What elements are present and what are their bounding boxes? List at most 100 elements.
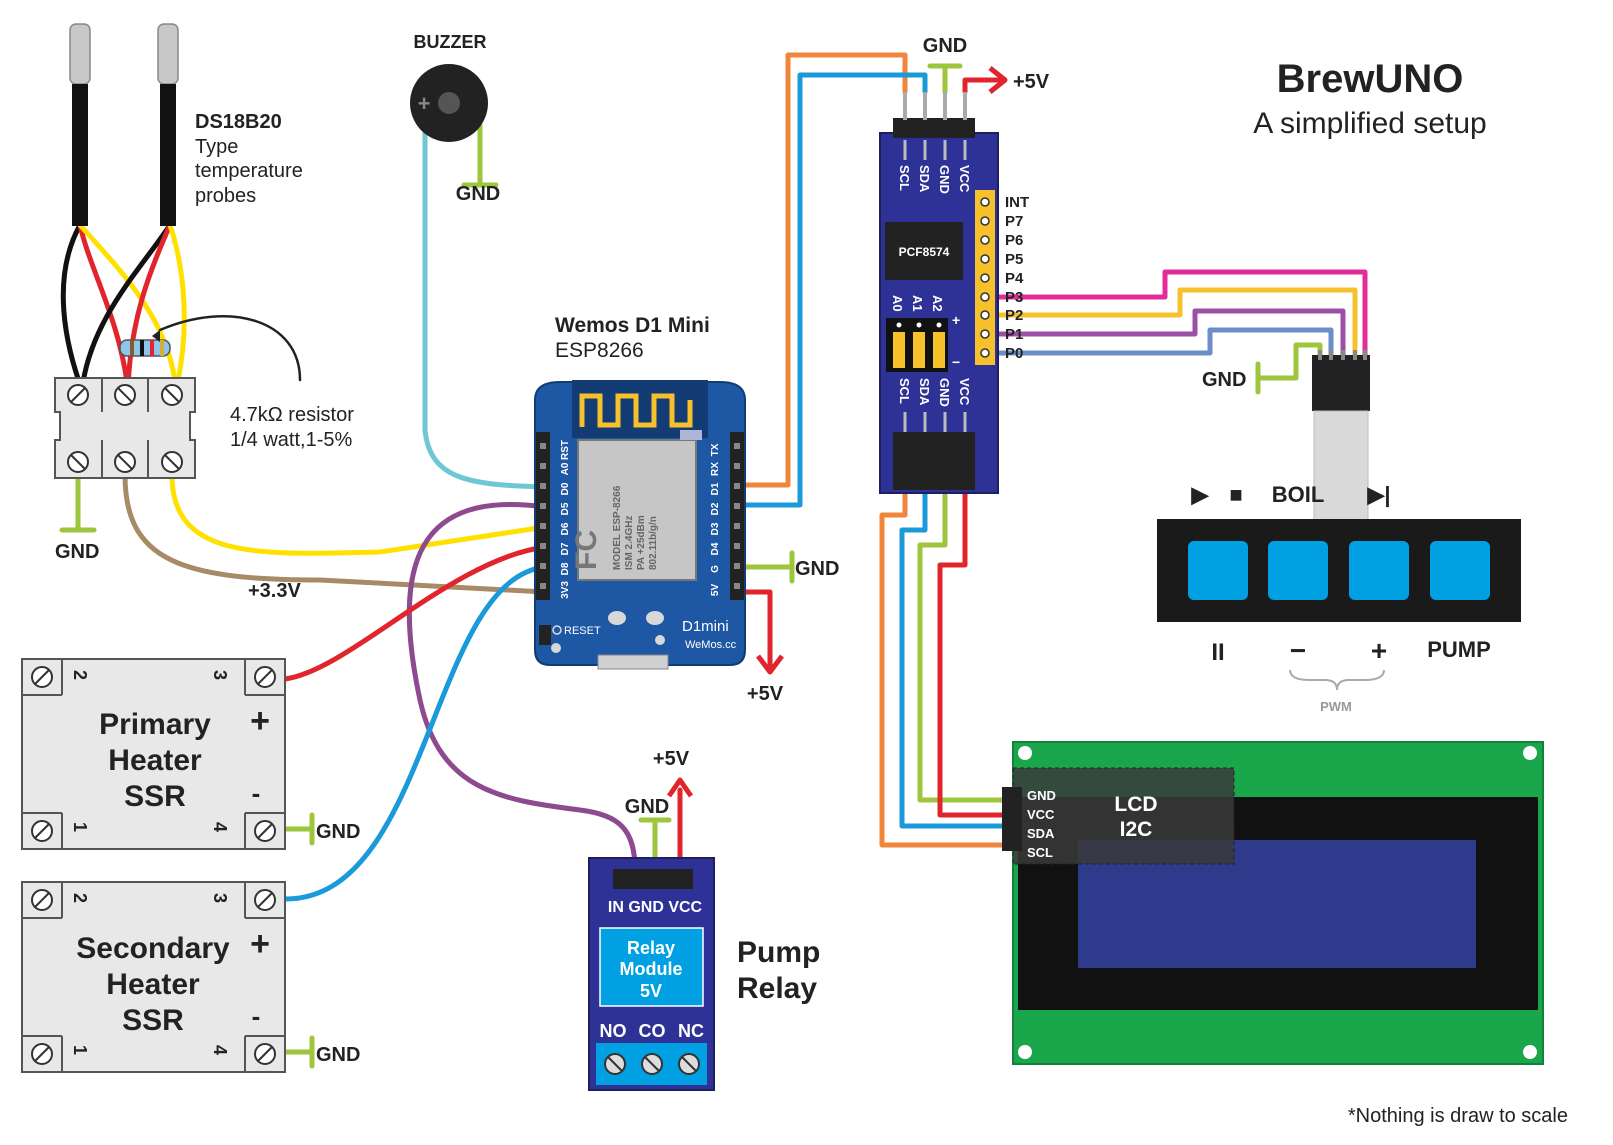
- svg-text:1: 1: [70, 1045, 90, 1055]
- svg-text:3: 3: [210, 893, 230, 903]
- wemos-chip-label: ESP8266: [555, 339, 644, 362]
- wemos-5v-label: +5V: [747, 683, 784, 705]
- wemos-pin-d7: D7: [560, 542, 571, 555]
- port-p4: P4: [1005, 270, 1024, 287]
- wemos-pin-3v3: 3V3: [560, 581, 571, 599]
- wemos-antenna-area: [572, 380, 708, 438]
- svg-text:NC: NC: [678, 1021, 704, 1041]
- resistor-band-1: [130, 340, 134, 356]
- svg-text:3: 3: [210, 670, 230, 680]
- pcf-chip: [885, 222, 963, 280]
- pcf-chip-label: PCF8574: [899, 245, 950, 259]
- pcf-addr-a2: A2: [930, 295, 945, 312]
- port-p6: P6: [1005, 232, 1023, 249]
- keypad-key-3: [1349, 541, 1409, 600]
- ssr2-line-2: Heater: [106, 968, 200, 1001]
- svg-text:-: -: [252, 778, 261, 808]
- probe-name: DS18B20: [195, 111, 282, 133]
- svg-text:CO: CO: [639, 1021, 666, 1041]
- keypad-key-4: [1430, 541, 1490, 600]
- diagram-title: BrewUNO: [1277, 57, 1464, 101]
- pcf-addr-a1: A1: [910, 295, 925, 312]
- probe1-black-wire: [60, 222, 85, 393]
- svg-text:PA +25dBm: PA +25dBm: [636, 515, 647, 570]
- pcf-plus: +: [952, 312, 960, 328]
- relay-pins: IN GND VCC: [608, 899, 703, 916]
- esp-module-text: FC MODEL ESP-8266 ISM 2.4GHz PA +25dBm 8…: [570, 485, 659, 570]
- blue-ssr2-wire: [282, 564, 548, 902]
- probe2-cable: [160, 84, 176, 226]
- svg-text:+: +: [250, 702, 270, 740]
- label-plus: +: [1371, 635, 1387, 666]
- relay-cube: [599, 927, 704, 1007]
- pwm-label: PWM: [1320, 699, 1352, 714]
- pcf-top-gnd: GND: [937, 165, 952, 194]
- svg-text:2: 2: [70, 893, 90, 903]
- label-minus: −: [1290, 635, 1306, 666]
- label-skip: ▶|: [1366, 482, 1390, 507]
- label-boil: BOIL: [1272, 482, 1325, 507]
- pcf8574-board: SCL SDA GND VCC PCF8574 A0 A1 A2 + − SCL…: [879, 92, 999, 494]
- probe2-red-wire: [125, 222, 173, 393]
- wemos-pin-tx: TX: [710, 443, 721, 456]
- label-play: ▶: [1191, 482, 1210, 507]
- pcf-bottom-gnd: GND: [937, 378, 952, 407]
- lcd-pin-scl: SCL: [1027, 845, 1053, 860]
- relay-5v-arrow: [666, 777, 694, 798]
- pcf-top-sda: SDA: [917, 165, 932, 193]
- relay-header: [613, 869, 693, 889]
- wemos-pin-d8: D8: [560, 562, 571, 575]
- lcd-module: LCD I2C GND VCC SDA SCL: [1002, 741, 1544, 1065]
- probe1-tip: [69, 23, 91, 85]
- port-p1: P1: [1005, 326, 1023, 343]
- terminal-gnd-label: GND: [55, 541, 99, 563]
- lcd-connector: [1002, 787, 1022, 851]
- wemos-pin-5v: 5V: [710, 584, 721, 597]
- wemos-led: [680, 430, 702, 440]
- lcd-pin-sda: SDA: [1027, 826, 1055, 841]
- terminal-block: [54, 377, 196, 479]
- keypad-key-2: [1268, 541, 1328, 600]
- ssr1-line-1: Primary: [99, 708, 211, 741]
- ssr2-line-1: Secondary: [76, 932, 230, 965]
- purple-relay-wire: [406, 502, 638, 873]
- svg-text:-: -: [252, 1001, 261, 1031]
- pcf-bottom-socket: [893, 432, 975, 490]
- svg-text:4: 4: [210, 822, 230, 832]
- probe-desc-1: Type: [195, 136, 238, 158]
- power-arrows: [666, 66, 1008, 798]
- svg-text:Module: Module: [620, 959, 683, 979]
- wemos-antenna-trace: [579, 393, 693, 428]
- svg-text:FC: FC: [570, 530, 603, 570]
- left-header: [536, 432, 550, 600]
- right-header: [730, 432, 744, 600]
- svg-text:NO: NO: [600, 1021, 627, 1041]
- ssr1-line-3: SSR: [124, 780, 186, 813]
- resistor-band-3: [150, 340, 154, 356]
- resistor-band-2: [140, 340, 144, 356]
- p2-gold-wire: [984, 287, 1358, 361]
- lcd-sda-wire: [899, 485, 1011, 829]
- diagram-subtitle: A simplified setup: [1253, 107, 1486, 140]
- keypad-key-1: [1188, 541, 1248, 600]
- probe-desc-2: temperature: [195, 160, 303, 182]
- wemos-pin-d1: D1: [710, 482, 721, 495]
- lcd-vcc-wire: [937, 485, 1011, 818]
- lcd-name-1: LCD: [1114, 793, 1157, 816]
- i2c-backpack: [1012, 767, 1235, 865]
- relay-name-1: Pump: [737, 936, 820, 969]
- probe2-yellow-wire: [167, 222, 187, 393]
- probe2-tip: [157, 23, 179, 85]
- resistor-band-4: [160, 340, 164, 356]
- wemos-5v-arrow: [756, 654, 784, 675]
- wemos-name: Wemos D1 Mini: [555, 314, 710, 337]
- pcf-top-scl: SCL: [897, 165, 912, 191]
- svg-text:MODEL ESP-8266: MODEL ESP-8266: [612, 485, 623, 570]
- svg-text:Relay: Relay: [627, 938, 675, 958]
- buzzer-gnd-label: GND: [456, 183, 500, 205]
- lcd-pin-vcc: VCC: [1027, 807, 1055, 822]
- probe2-black-wire: [79, 222, 173, 393]
- label-pump: PUMP: [1427, 637, 1491, 662]
